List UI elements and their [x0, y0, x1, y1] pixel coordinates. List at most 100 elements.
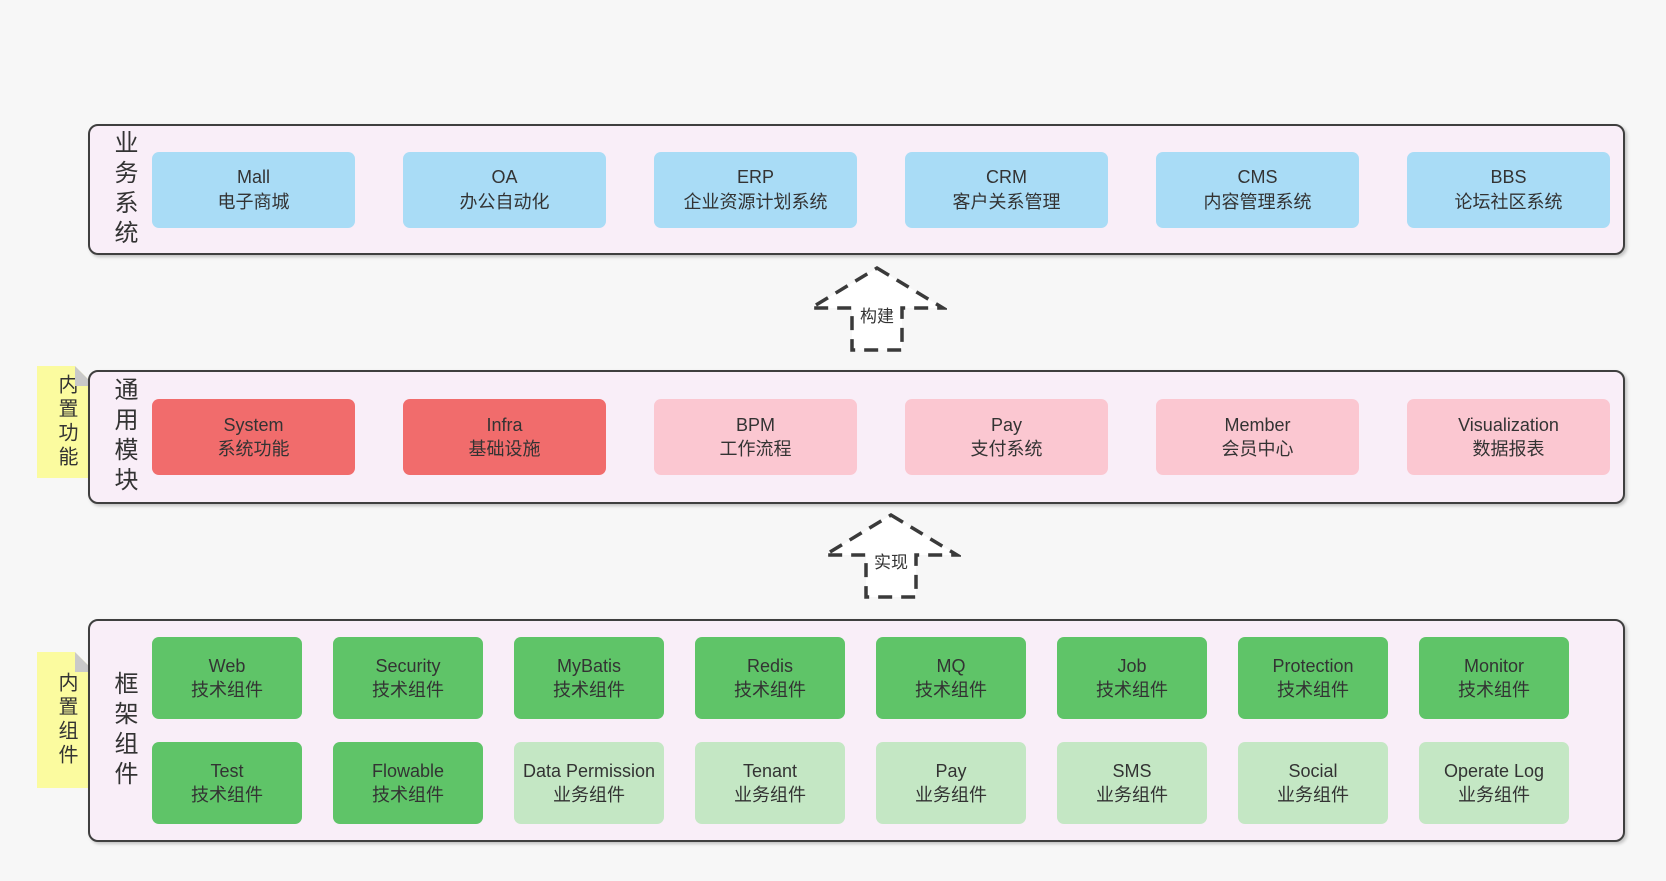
section-label: 业务系统	[110, 129, 137, 250]
box-operate-log: Operate Log 业务组件	[1419, 742, 1569, 824]
box-row: Web 技术组件 Security 技术组件 MyBatis 技术组件 Redi…	[152, 637, 1610, 719]
box-subtitle: 数据报表	[1472, 439, 1545, 459]
box-title: Pay	[990, 414, 1023, 435]
box-title: BBS	[1490, 167, 1527, 188]
box-tenant: Tenant 业务组件	[695, 742, 845, 824]
box-title: Tenant	[742, 760, 798, 781]
box-row: System 系统功能 Infra 基础设施 BPM 工作流程 Pay 支付系统…	[152, 399, 1610, 475]
box-row: Test 技术组件 Flowable 技术组件 Data Permission …	[152, 742, 1610, 824]
arrow-build: 构建	[807, 264, 947, 354]
box-title: Operate Log	[1443, 760, 1545, 781]
box-title: System	[223, 414, 284, 435]
box-flowable: Flowable 技术组件	[333, 742, 483, 824]
section-label: 框架组件	[110, 670, 137, 791]
box-title: Protection	[1272, 655, 1354, 676]
box-social: Social 业务组件	[1238, 742, 1388, 824]
box-bpm: BPM 工作流程	[654, 399, 857, 475]
box-subtitle: 技术组件	[1458, 680, 1530, 700]
box-mall: Mall 电子商城	[152, 151, 355, 228]
box-visualization: Visualization 数据报表	[1407, 399, 1610, 475]
box-subtitle: 业务组件	[915, 785, 987, 805]
box-title: CRM	[986, 167, 1027, 188]
panel-framework-components: 框架组件 Web 技术组件 Security 技术组件 MyBatis 技术组件…	[88, 619, 1625, 842]
box-subtitle: 基础设施	[468, 439, 541, 459]
box-pay: Pay 支付系统	[905, 399, 1108, 475]
arrow-implement: 实现	[821, 510, 961, 602]
box-redis: Redis 技术组件	[695, 637, 845, 719]
box-title: Flowable	[371, 760, 445, 781]
box-subtitle: 会员中心	[1221, 439, 1294, 459]
arrow-label: 构建	[858, 302, 896, 327]
box-crm: CRM 客户关系管理	[905, 151, 1108, 228]
box-oa: OA 办公自动化	[403, 151, 606, 228]
box-infra: Infra 基础设施	[403, 399, 606, 475]
box-pay-business: Pay 业务组件	[876, 742, 1026, 824]
box-subtitle: 技术组件	[191, 680, 263, 700]
box-protection: Protection 技术组件	[1238, 637, 1388, 719]
box-row: Mall 电子商城 OA 办公自动化 ERP 企业资源计划系统 CRM 客户关系…	[152, 151, 1610, 228]
box-title: Member	[1224, 414, 1291, 435]
box-subtitle: 技术组件	[734, 680, 806, 700]
box-subtitle: 客户关系管理	[952, 191, 1061, 212]
box-subtitle: 工作流程	[719, 439, 792, 459]
box-monitor: Monitor 技术组件	[1419, 637, 1569, 719]
box-title: MQ	[936, 655, 966, 676]
box-title: CMS	[1237, 167, 1278, 188]
note-text: 内置功能	[55, 374, 77, 470]
arrow-label: 实现	[872, 548, 910, 573]
box-subtitle: 业务组件	[553, 785, 625, 805]
box-subtitle: 业务组件	[1096, 785, 1168, 805]
box-system: System 系统功能	[152, 399, 355, 475]
box-title: Redis	[746, 655, 794, 676]
panel-rows: Mall 电子商城 OA 办公自动化 ERP 企业资源计划系统 CRM 客户关系…	[135, 126, 1623, 253]
box-subtitle: 业务组件	[734, 785, 806, 805]
box-title: MyBatis	[556, 655, 621, 676]
box-subtitle: 业务组件	[1277, 785, 1349, 805]
box-subtitle: 内容管理系统	[1203, 191, 1312, 212]
box-security: Security 技术组件	[333, 637, 483, 719]
box-cms: CMS 内容管理系统	[1156, 151, 1359, 228]
box-title: SMS	[1112, 760, 1152, 781]
box-data-permission: Data Permission 业务组件	[514, 742, 664, 824]
box-subtitle: 技术组件	[191, 785, 263, 805]
box-erp: ERP 企业资源计划系统	[654, 151, 857, 228]
note-text: 内置组件	[55, 672, 77, 768]
box-subtitle: 业务组件	[1458, 785, 1530, 805]
section-label: 通用模块	[110, 377, 137, 497]
box-web: Web 技术组件	[152, 637, 302, 719]
box-job: Job 技术组件	[1057, 637, 1207, 719]
box-title: ERP	[736, 167, 774, 188]
box-title: Infra	[486, 414, 523, 435]
panel-business-systems: 业务系统 Mall 电子商城 OA 办公自动化 ERP 企业资源计划系统 CRM…	[88, 124, 1625, 255]
box-subtitle: 技术组件	[915, 680, 987, 700]
box-title: Monitor	[1463, 655, 1525, 676]
sticky-note-built-in-features: 内置功能	[37, 366, 95, 478]
box-title: Data Permission	[522, 760, 656, 781]
box-sms: SMS 业务组件	[1057, 742, 1207, 824]
box-title: Web	[208, 655, 246, 676]
box-mybatis: MyBatis 技术组件	[514, 637, 664, 719]
panel-rows: System 系统功能 Infra 基础设施 BPM 工作流程 Pay 支付系统…	[135, 372, 1623, 502]
box-title: Mall	[236, 167, 270, 188]
box-subtitle: 电子商城	[217, 191, 290, 212]
box-subtitle: 技术组件	[372, 680, 444, 700]
box-bbs: BBS 论坛社区系统	[1407, 151, 1610, 228]
box-subtitle: 企业资源计划系统	[683, 191, 828, 212]
box-subtitle: 技术组件	[372, 785, 444, 805]
box-title: Social	[1288, 760, 1338, 781]
box-title: OA	[491, 167, 518, 188]
box-subtitle: 技术组件	[1096, 680, 1168, 700]
box-title: Visualization	[1458, 414, 1559, 435]
panel-common-modules: 通用模块 System 系统功能 Infra 基础设施 BPM 工作流程 Pay…	[88, 370, 1625, 504]
box-subtitle: 系统功能	[217, 439, 290, 459]
box-subtitle: 办公自动化	[459, 191, 550, 212]
box-subtitle: 支付系统	[970, 439, 1043, 459]
box-title: Pay	[935, 760, 967, 781]
box-subtitle: 技术组件	[1277, 680, 1349, 700]
box-title: Job	[1117, 655, 1147, 676]
box-member: Member 会员中心	[1156, 399, 1359, 475]
box-subtitle: 技术组件	[553, 680, 625, 700]
sticky-note-built-in-components: 内置组件	[37, 652, 95, 788]
box-title: Test	[210, 760, 244, 781]
